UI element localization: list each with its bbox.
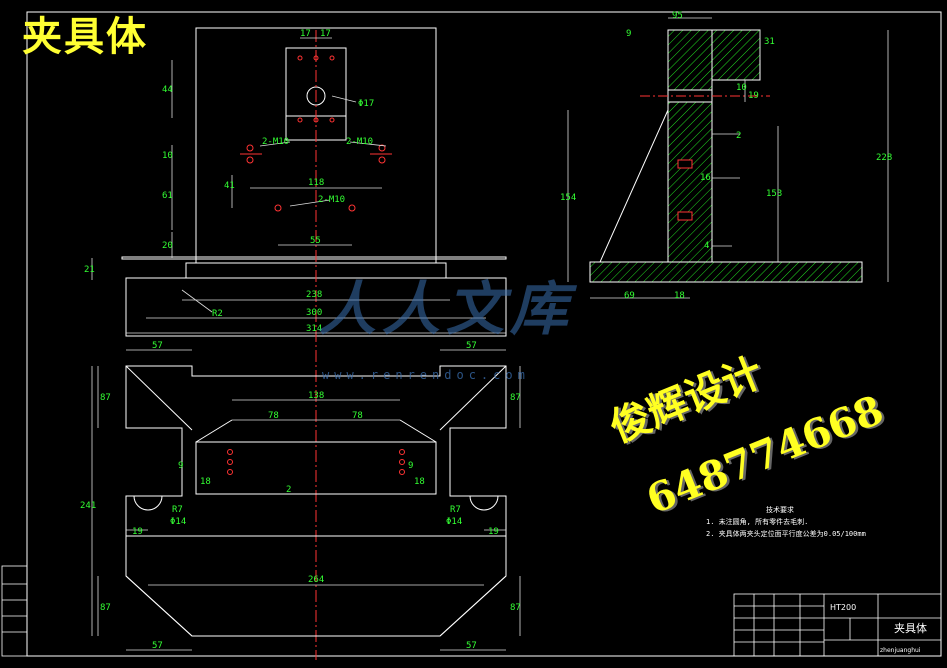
side-dimension-lines [567, 17, 889, 299]
dim-side-154: 154 [560, 193, 576, 203]
dim-55: 55 [310, 236, 321, 246]
title-block-grid [733, 593, 942, 657]
dim-87-l: 87 [100, 393, 111, 403]
dim-264: 264 [308, 575, 324, 585]
dim-21: 21 [84, 265, 95, 275]
technical-notes: 技术要求 1. 未注圆角, 所有零件去毛刺. 2. 夹具体两夹头定位面平行度公差… [706, 504, 866, 540]
dim-241: 241 [80, 501, 96, 511]
dim-side-10: 10 [736, 83, 747, 93]
dim-44: 44 [162, 85, 173, 95]
dim-18-l: 18 [200, 477, 211, 487]
side-view [589, 29, 863, 283]
side-rib [599, 109, 669, 263]
dim-87-r: 87 [510, 393, 521, 403]
dim-118: 118 [308, 178, 324, 188]
dim-9-r: 9 [408, 461, 413, 471]
dim-r7-l: R7 [172, 505, 183, 515]
dim-87-bl: 87 [100, 603, 111, 613]
side-base-hatch [589, 261, 863, 283]
dim-57-br: 57 [466, 641, 477, 651]
dim-side-16: 16 [700, 173, 711, 183]
dim-17b: 17 [320, 29, 331, 39]
plan-holes [227, 449, 405, 475]
dim-phi17: Φ17 [358, 99, 374, 109]
drawing-border [26, 11, 942, 657]
dim-17a: 17 [300, 29, 311, 39]
dim-m10-left: 2-M10 [262, 137, 289, 147]
dim-138: 138 [308, 391, 324, 401]
dim-61: 61 [162, 191, 173, 201]
notes-heading: 技术要求 [766, 506, 794, 514]
left-mini-block [1, 565, 28, 657]
dim-57-tl: 57 [152, 341, 163, 351]
dim-side-2: 2 [736, 131, 741, 141]
dim-300: 300 [306, 308, 322, 318]
dim-78-l: 78 [268, 411, 279, 421]
plan-outline [125, 365, 507, 537]
dim-2: 2 [286, 485, 291, 495]
dim-m10-bottom: 2-M10 [318, 195, 345, 205]
watermark-site: www.renrendoc.com [322, 368, 530, 382]
dim-41: 41 [224, 181, 235, 191]
dim-side-228: 228 [876, 153, 892, 163]
dim-r7-r: R7 [450, 505, 461, 515]
drawing-title: 夹具体 [22, 13, 148, 60]
dim-r82: R2 [212, 309, 223, 319]
title-block-material: HT200 [830, 603, 856, 612]
dim-side-31: 31 [764, 37, 775, 47]
dim-238: 238 [306, 290, 322, 300]
dim-m10-right: 2-M10 [346, 137, 373, 147]
plan-center-bar [195, 441, 437, 495]
dim-9-l: 9 [178, 461, 183, 471]
side-head [711, 29, 761, 81]
dimension-texts: 17 17 44 Φ17 2-M10 2-M10 10 41 118 61 2-… [80, 11, 892, 651]
dim-phi14-r: Φ14 [446, 517, 462, 527]
side-column-hatch [667, 29, 713, 263]
notes-line-2: 2. 夹具体两夹头定位面平行度公差为0.05/100mm [706, 530, 866, 538]
title-block-texts: HT200 夹具体 zhenjuanghui [830, 603, 927, 654]
dim-side-18: 18 [674, 291, 685, 301]
title-block-pinyin: zhenjuanghui [880, 647, 921, 654]
dim-19-r: 19 [488, 527, 499, 537]
dim-57-tr: 57 [466, 341, 477, 351]
dim-10: 10 [162, 151, 173, 161]
dim-side-153: 153 [766, 189, 782, 199]
dim-phi14-l: Φ14 [170, 517, 186, 527]
dim-87-br: 87 [510, 603, 521, 613]
notes-line-1: 1. 未注圆角, 所有零件去毛刺. [706, 518, 809, 526]
title-block-name: 夹具体 [894, 621, 927, 635]
dim-side-4: 4 [704, 241, 709, 251]
dim-78-r: 78 [352, 411, 363, 421]
front-dimension-lines [91, 37, 506, 334]
dim-side-69: 69 [624, 291, 635, 301]
dim-side-9: 9 [626, 29, 631, 39]
front-holes [246, 55, 386, 212]
plan-dimension-lines [91, 349, 521, 651]
dim-57-bl: 57 [152, 641, 163, 651]
dim-19-l: 19 [132, 527, 143, 537]
dim-side-19: 19 [748, 91, 759, 101]
dim-314: 314 [306, 324, 322, 334]
dim-side-95: 95 [672, 11, 683, 21]
dim-18-r: 18 [414, 477, 425, 487]
plan-view [125, 365, 507, 637]
dim-20: 20 [162, 241, 173, 251]
watermark-logo: 人人文库 [318, 275, 575, 343]
